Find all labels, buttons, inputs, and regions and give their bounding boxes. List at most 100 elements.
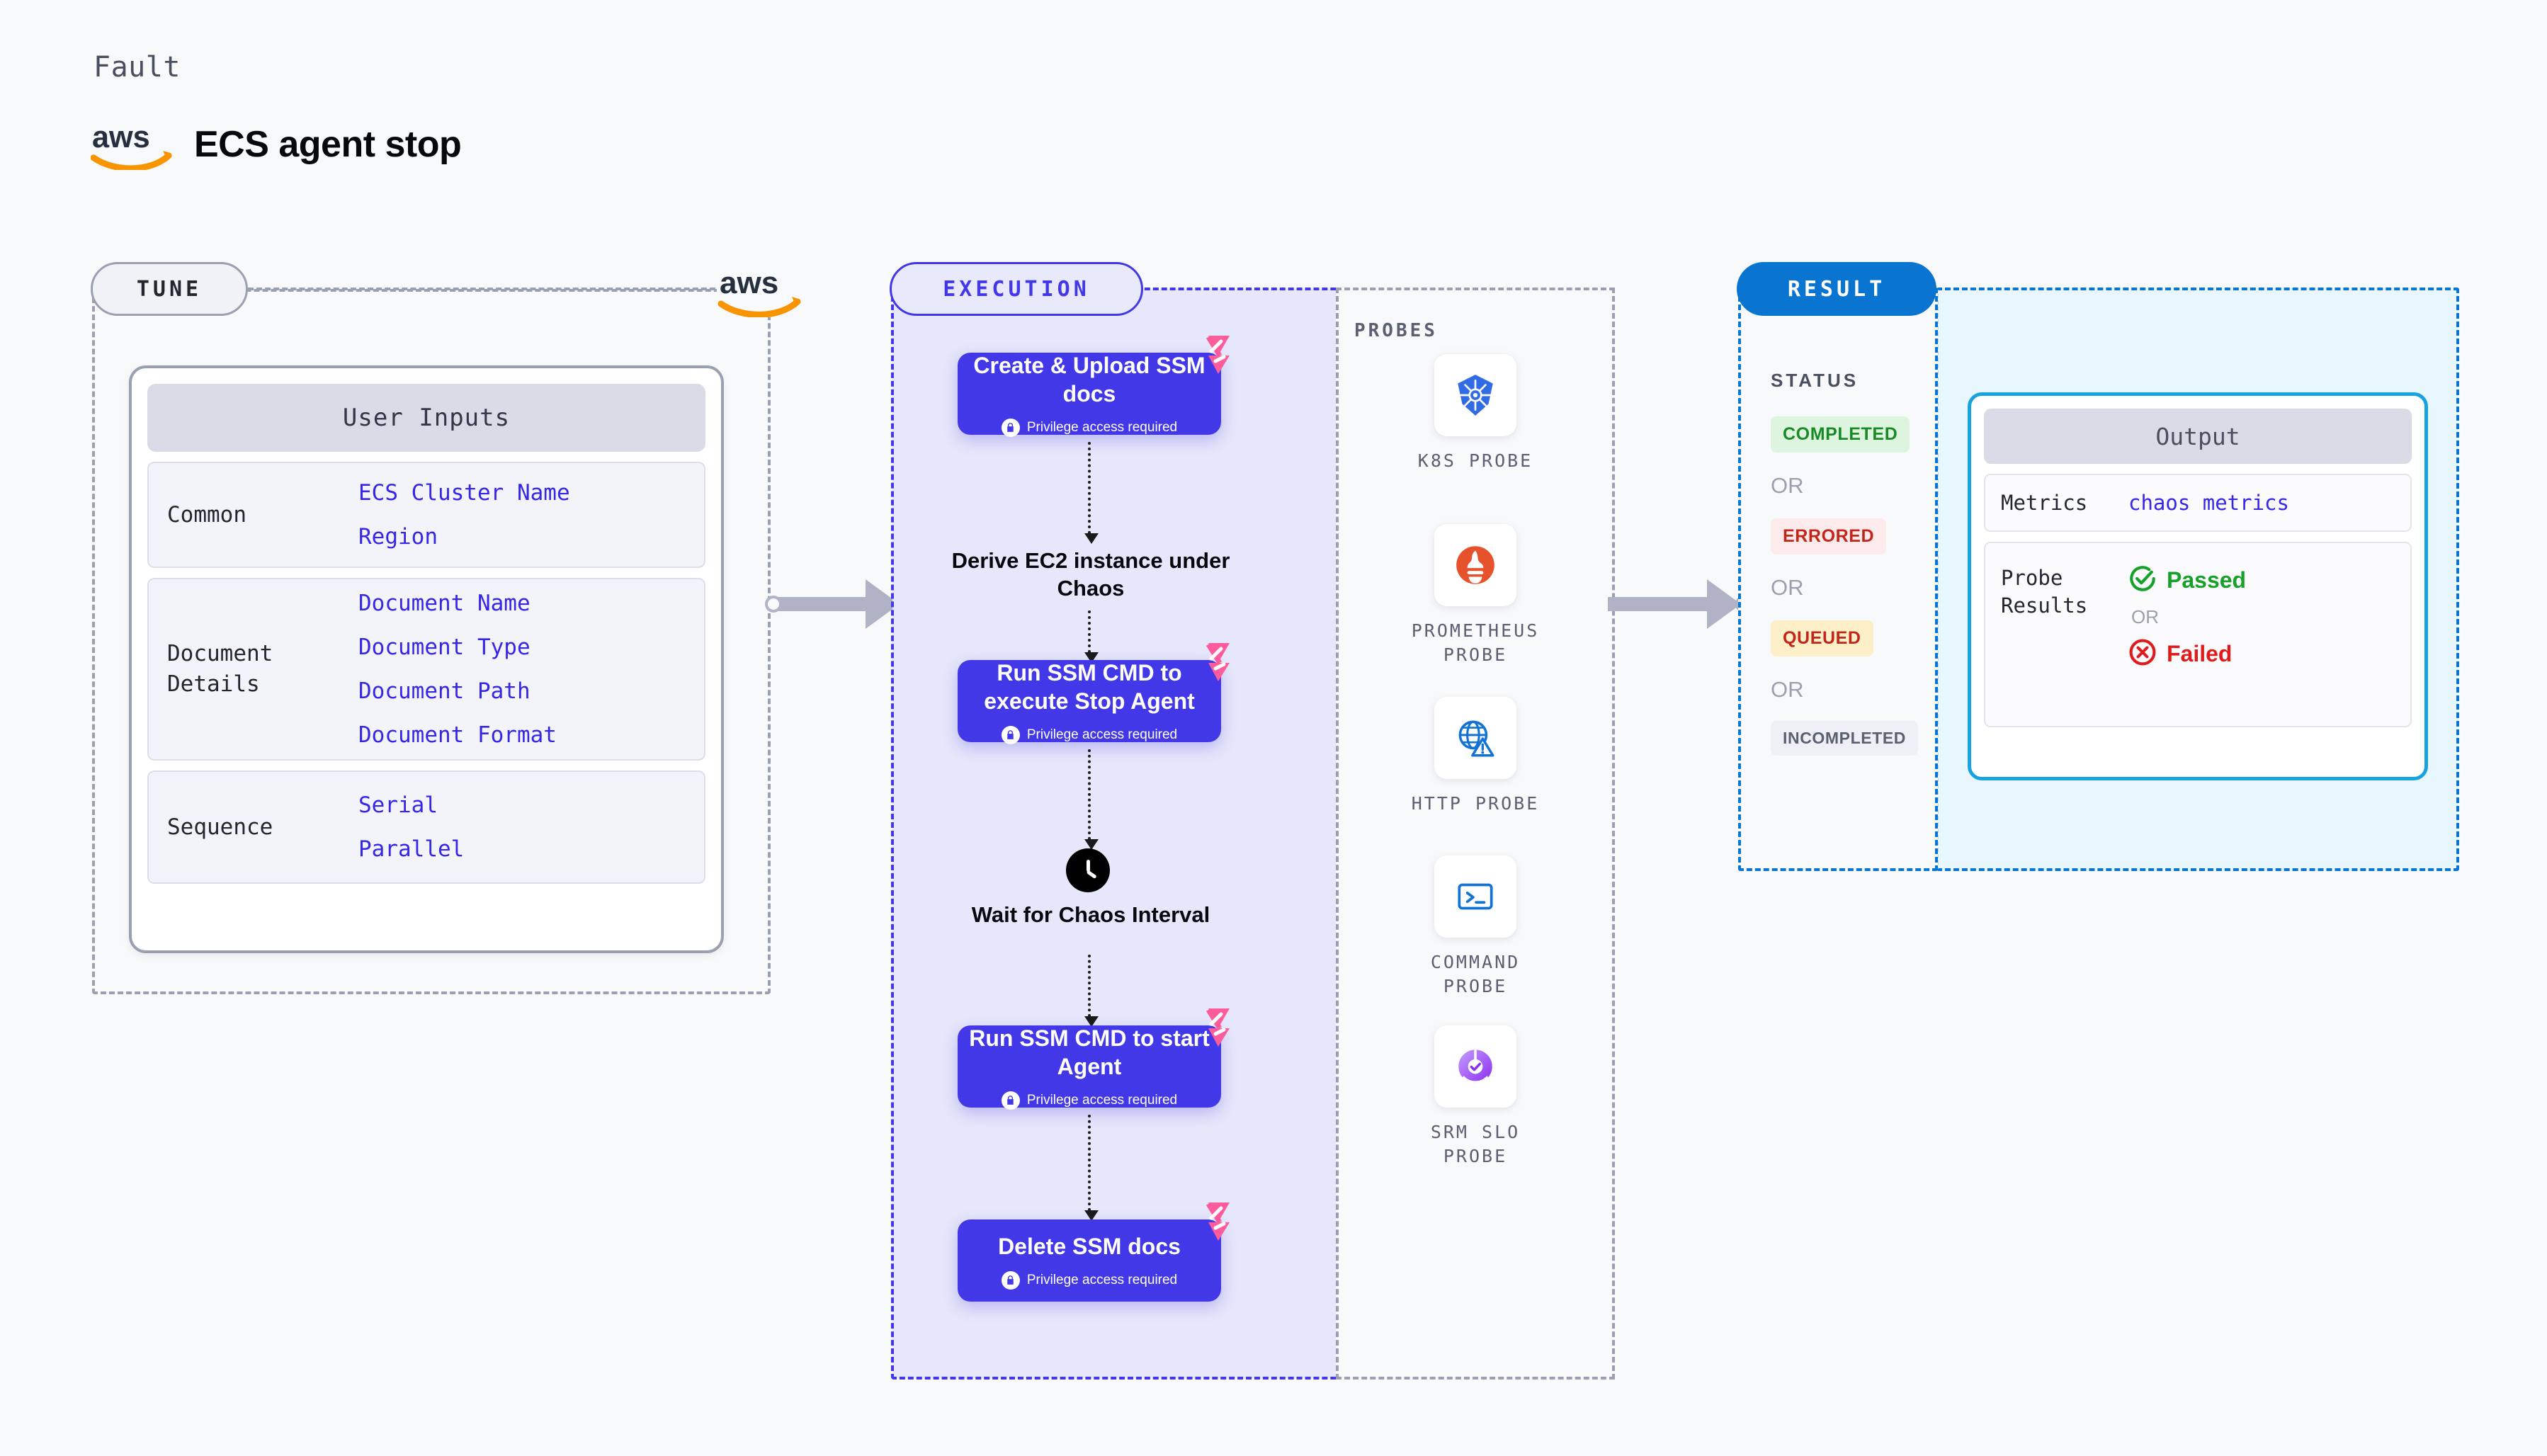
privilege-badge: Privilege access required bbox=[1001, 418, 1178, 437]
privilege-text: Privilege access required bbox=[1026, 419, 1178, 435]
probe-failed-label: Failed bbox=[2167, 641, 2233, 666]
output-card: Output Metrics chaos metrics Probe Resul… bbox=[1968, 392, 2428, 780]
harness-ribbon-icon bbox=[1187, 1200, 1232, 1245]
page-title-row: aws ECS agent stop bbox=[90, 119, 462, 172]
or-separator: OR bbox=[1771, 575, 1804, 600]
check-circle-icon bbox=[2128, 564, 2157, 596]
tune-section-boundary bbox=[92, 289, 771, 994]
or-separator: OR bbox=[1771, 473, 1804, 498]
input-group-label: Common bbox=[167, 501, 246, 528]
privilege-text: Privilege access required bbox=[1026, 1092, 1178, 1108]
lock-icon bbox=[1001, 418, 1020, 437]
probe-item-command[interactable]: COMMAND PROBE bbox=[1399, 855, 1552, 999]
output-row-probe-results: Probe Results Passed OR bbox=[1984, 542, 2412, 727]
output-row-metrics: Metrics chaos metrics bbox=[1984, 474, 2412, 532]
execution-node-create-upload-ssm-docs[interactable]: Create & Upload SSM docs Privilege acces… bbox=[958, 336, 1230, 437]
prometheus-icon bbox=[1434, 524, 1516, 606]
result-pill: RESULT bbox=[1737, 262, 1936, 316]
aws-logo-icon: aws bbox=[90, 119, 174, 172]
arrow-shaft bbox=[1608, 597, 1707, 611]
or-separator: OR bbox=[2131, 606, 2159, 627]
input-group-sequence: Sequence Serial Parallel bbox=[147, 770, 705, 884]
privilege-badge: Privilege access required bbox=[1001, 725, 1178, 744]
user-inputs-title: User Inputs bbox=[147, 384, 705, 452]
flow-connector bbox=[1084, 1115, 1099, 1221]
status-badge-incompleted: INCOMPLETED bbox=[1771, 721, 1918, 756]
privilege-badge: Privilege access required bbox=[1001, 1270, 1178, 1290]
status-badge-queued: QUEUED bbox=[1771, 620, 1873, 656]
svg-text:aws: aws bbox=[720, 266, 778, 300]
output-metrics-label: Metrics bbox=[2001, 490, 2088, 515]
probe-item-srm-slo[interactable]: SRM SLO PROBE bbox=[1399, 1025, 1552, 1168]
kubernetes-icon bbox=[1434, 354, 1516, 436]
probe-label: HTTP PROBE bbox=[1411, 793, 1540, 814]
node-title: Run SSM CMD to start Agent bbox=[969, 1025, 1210, 1079]
input-value[interactable]: Document Type bbox=[358, 635, 531, 660]
svg-text:aws: aws bbox=[92, 120, 150, 154]
execution-node-delete-ssm-docs[interactable]: Delete SSM docs Privilege access require… bbox=[958, 1202, 1230, 1302]
input-value[interactable]: ECS Cluster Name bbox=[358, 480, 570, 506]
input-value[interactable]: Serial bbox=[358, 792, 438, 818]
execution-node-wait-for-chaos-interval: Wait for Chaos Interval bbox=[971, 902, 1210, 927]
input-group-label: Sequence bbox=[167, 814, 273, 840]
node-title: Create & Upload SSM docs bbox=[973, 353, 1206, 406]
fault-kicker: Fault bbox=[93, 51, 181, 84]
tune-aws-logo-icon: aws bbox=[717, 263, 802, 318]
execution-pill: EXECUTION bbox=[890, 262, 1143, 316]
page-title: ECS agent stop bbox=[194, 124, 462, 165]
input-value[interactable]: Region bbox=[358, 524, 438, 550]
harness-ribbon-icon bbox=[1187, 1006, 1232, 1051]
flow-connector bbox=[1084, 610, 1099, 663]
arrow-shaft bbox=[772, 597, 866, 611]
node-title: Delete SSM docs bbox=[998, 1234, 1181, 1260]
probe-item-http[interactable]: HTTP PROBE bbox=[1399, 697, 1552, 816]
probe-item-prometheus[interactable]: PROMETHEUS PROBE bbox=[1399, 524, 1552, 667]
execution-node-derive-ec2-instance: Derive EC2 instance under Chaos bbox=[951, 548, 1230, 601]
lock-icon bbox=[1001, 725, 1020, 744]
execution-node-run-ssm-cmd-start-agent[interactable]: Run SSM CMD to start Agent Privilege acc… bbox=[958, 1008, 1230, 1110]
tune-pill: TUNE bbox=[91, 262, 248, 316]
probes-title: PROBES bbox=[1354, 320, 1438, 341]
tune-connector-line bbox=[248, 288, 724, 290]
or-separator: OR bbox=[1771, 677, 1804, 702]
input-value[interactable]: Document Format bbox=[358, 722, 557, 748]
output-title: Output bbox=[1984, 409, 2412, 464]
probe-passed-label: Passed bbox=[2167, 567, 2247, 593]
probe-label: COMMAND PROBE bbox=[1430, 952, 1521, 996]
harness-ribbon-icon bbox=[1187, 333, 1232, 378]
harness-ribbon-icon bbox=[1187, 640, 1232, 686]
status-badge-errored: ERRORED bbox=[1771, 518, 1887, 554]
output-metrics-value[interactable]: chaos metrics bbox=[2128, 491, 2289, 515]
user-inputs-card: User Inputs Common ECS Cluster Name Regi… bbox=[129, 365, 724, 953]
result-status-boundary bbox=[1738, 288, 1938, 871]
output-probe-label: Probe Results bbox=[2001, 566, 2088, 618]
probe-label: K8S PROBE bbox=[1417, 450, 1533, 471]
input-group-document-details: Document Details Document Name Document … bbox=[147, 578, 705, 761]
privilege-badge: Privilege access required bbox=[1001, 1091, 1178, 1110]
node-title: Run SSM CMD to execute Stop Agent bbox=[984, 660, 1195, 714]
input-value[interactable]: Document Name bbox=[358, 591, 531, 616]
probe-item-k8s[interactable]: K8S PROBE bbox=[1399, 354, 1552, 473]
clock-icon bbox=[1066, 848, 1110, 892]
privilege-text: Privilege access required bbox=[1026, 727, 1178, 742]
status-badge-completed: COMPLETED bbox=[1771, 416, 1910, 453]
http-globe-icon bbox=[1434, 697, 1516, 779]
probe-result-passed: Passed bbox=[2128, 564, 2246, 596]
probe-label: PROMETHEUS PROBE bbox=[1411, 620, 1540, 665]
probe-label: SRM SLO PROBE bbox=[1430, 1122, 1521, 1166]
privilege-text: Privilege access required bbox=[1026, 1272, 1178, 1287]
close-circle-icon bbox=[2128, 638, 2157, 670]
input-group-common: Common ECS Cluster Name Region bbox=[147, 462, 705, 568]
input-value[interactable]: Parallel bbox=[358, 836, 465, 862]
probes-panel bbox=[1336, 288, 1615, 1380]
execution-node-run-ssm-cmd-stop-agent[interactable]: Run SSM CMD to execute Stop Agent Privil… bbox=[958, 643, 1230, 744]
status-title: STATUS bbox=[1771, 370, 1859, 391]
flow-connector bbox=[1084, 442, 1099, 544]
flow-connector bbox=[1084, 955, 1099, 1027]
input-value[interactable]: Document Path bbox=[358, 678, 531, 704]
lock-icon bbox=[1001, 1091, 1020, 1110]
probe-result-failed: Failed bbox=[2128, 638, 2246, 670]
arrow-start-dot bbox=[765, 596, 782, 613]
tune-to-execution-arrow-icon bbox=[765, 579, 908, 629]
